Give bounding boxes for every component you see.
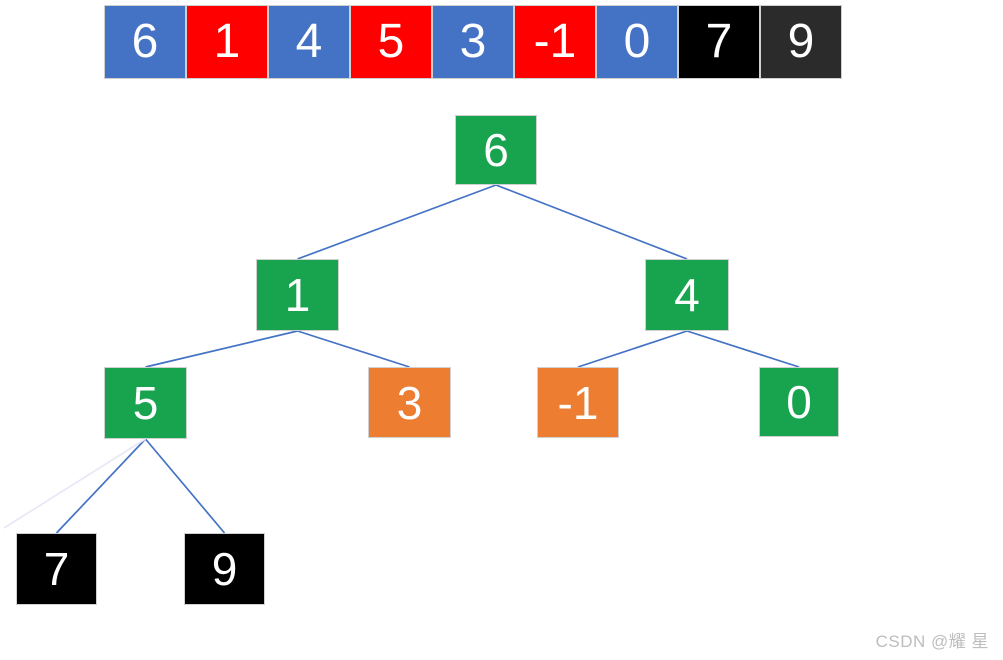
array-cell-5: 5	[350, 5, 432, 79]
array-cell-6: 6	[104, 5, 186, 79]
tree-node-5: 5	[104, 367, 187, 439]
tree-edge	[577, 330, 688, 368]
array-cell-4: 4	[268, 5, 350, 79]
tree-node-4: 4	[645, 259, 729, 331]
tree-node--1: -1	[537, 367, 619, 438]
array-cell-9: 9	[760, 5, 842, 79]
tree-edge	[55, 438, 147, 534]
tree-edge	[686, 330, 800, 368]
tree-edge	[144, 438, 226, 534]
tree-edge	[297, 184, 497, 260]
tree-node-9: 9	[184, 533, 265, 605]
tree-edge	[297, 330, 410, 368]
tree-node-0: 0	[759, 367, 839, 437]
tree-node-6: 6	[455, 115, 537, 185]
tree-node-1: 1	[256, 259, 339, 331]
array-cell-7: 7	[678, 5, 760, 79]
array-cell-0: 0	[596, 5, 678, 79]
tree-node-3: 3	[368, 367, 451, 438]
tree-node-7: 7	[16, 533, 97, 605]
array-cell--1: -1	[514, 5, 596, 79]
array-cell-1: 1	[186, 5, 268, 79]
tree-edge-faint	[3, 438, 146, 529]
array-cell-3: 3	[432, 5, 514, 79]
watermark: CSDN @耀 星	[875, 632, 989, 651]
tree-edge	[495, 184, 688, 260]
tree-edge	[145, 330, 298, 368]
